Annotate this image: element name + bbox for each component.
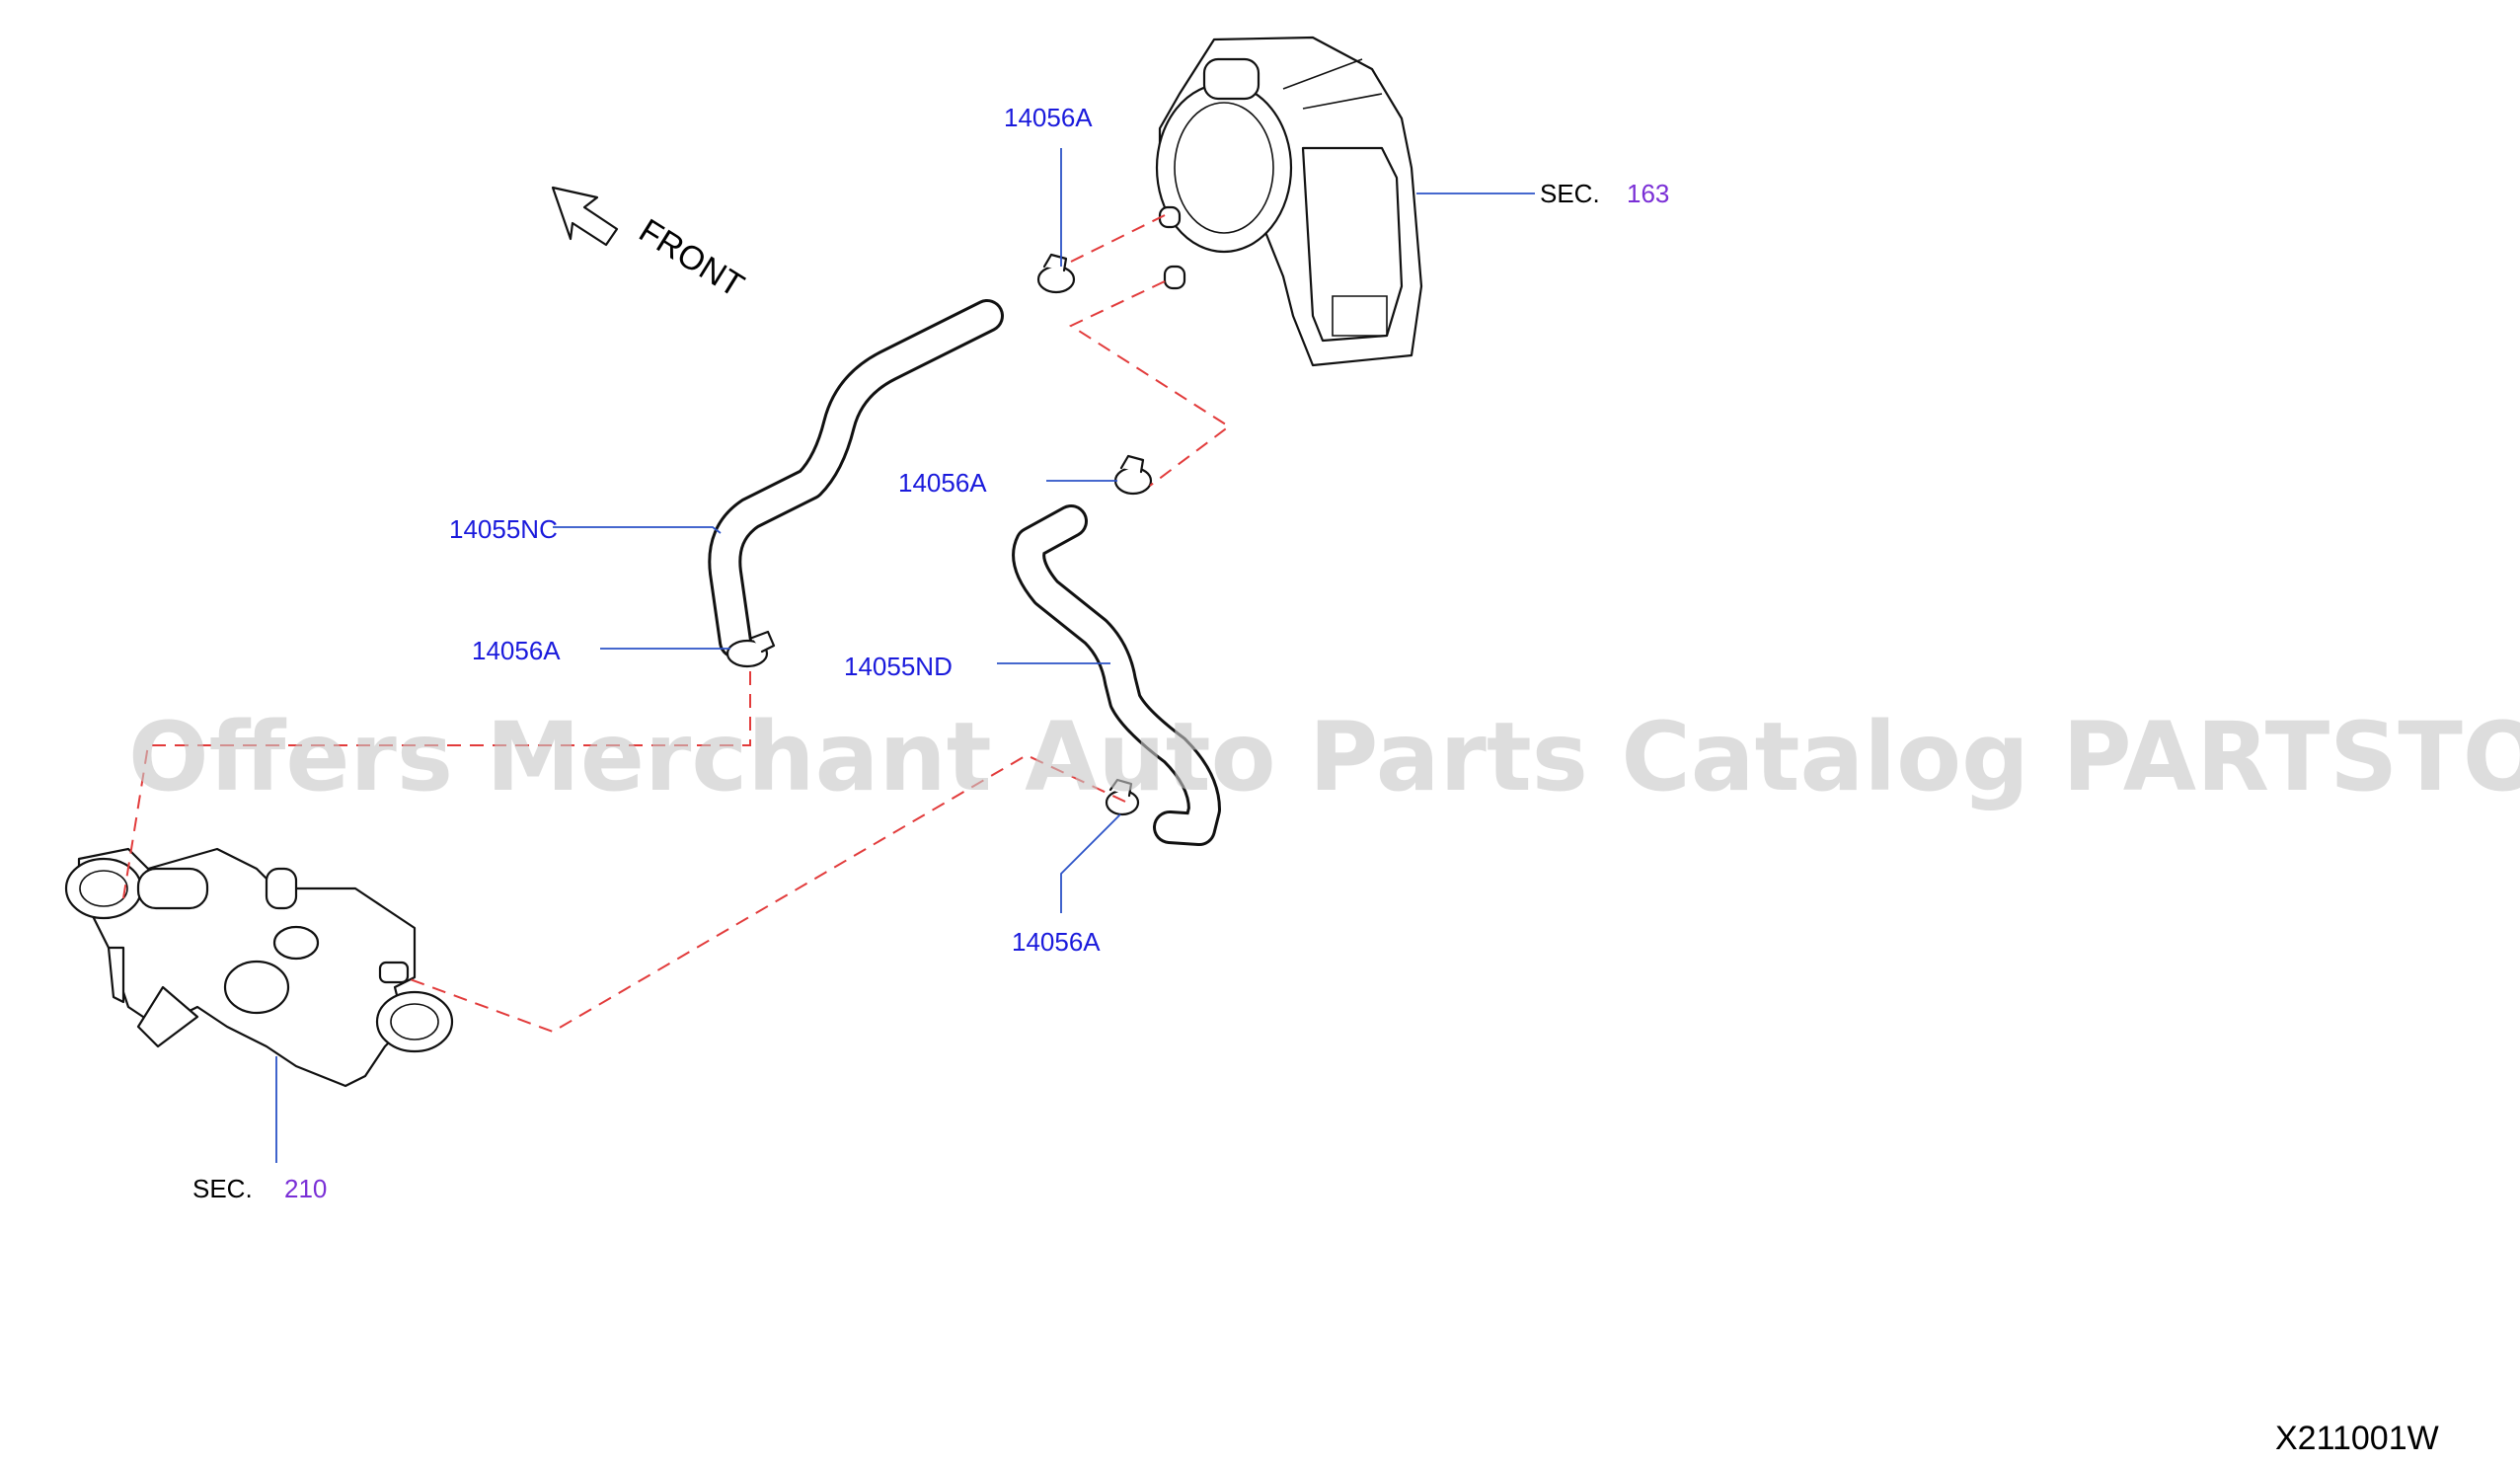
leader-lines: [275, 148, 1535, 1163]
hose-14055nc-icon: [708, 299, 1004, 658]
clamp-bottom-part-number[interactable]: 14056A: [1012, 927, 1101, 957]
diagram-code: X211001W: [2275, 1420, 2439, 1457]
clamp-left-part-number[interactable]: 14056A: [472, 636, 561, 665]
throttle-body-icon: [1155, 36, 1423, 367]
watermark: Offers Merchant Auto Parts Catalog PARTS…: [128, 702, 2520, 812]
sec-top-number[interactable]: 163: [1627, 179, 1669, 208]
water-outlet-housing-icon: [64, 847, 454, 1088]
clamp-mid-icon: [1113, 454, 1153, 496]
clamp-mid-part-number[interactable]: 14056A: [898, 468, 987, 498]
clamp-left-icon: [725, 630, 776, 668]
hose-14055nd-icon: [1012, 504, 1221, 846]
front-arrow-icon: [551, 186, 619, 247]
front-label: FRONT: [633, 212, 750, 305]
hose-nd-part-number[interactable]: 14055ND: [844, 652, 953, 681]
sec-bottom-prefix: SEC.: [192, 1174, 253, 1203]
sec-bottom-number[interactable]: 210: [284, 1174, 327, 1203]
connection-lines: [122, 214, 1231, 1034]
hose-nc-part-number[interactable]: 14055NC: [449, 514, 558, 544]
sec-top-prefix: SEC.: [1540, 179, 1600, 208]
clamp-top-icon: [1036, 253, 1076, 294]
clamp-top-part-number[interactable]: 14056A: [1004, 103, 1093, 132]
